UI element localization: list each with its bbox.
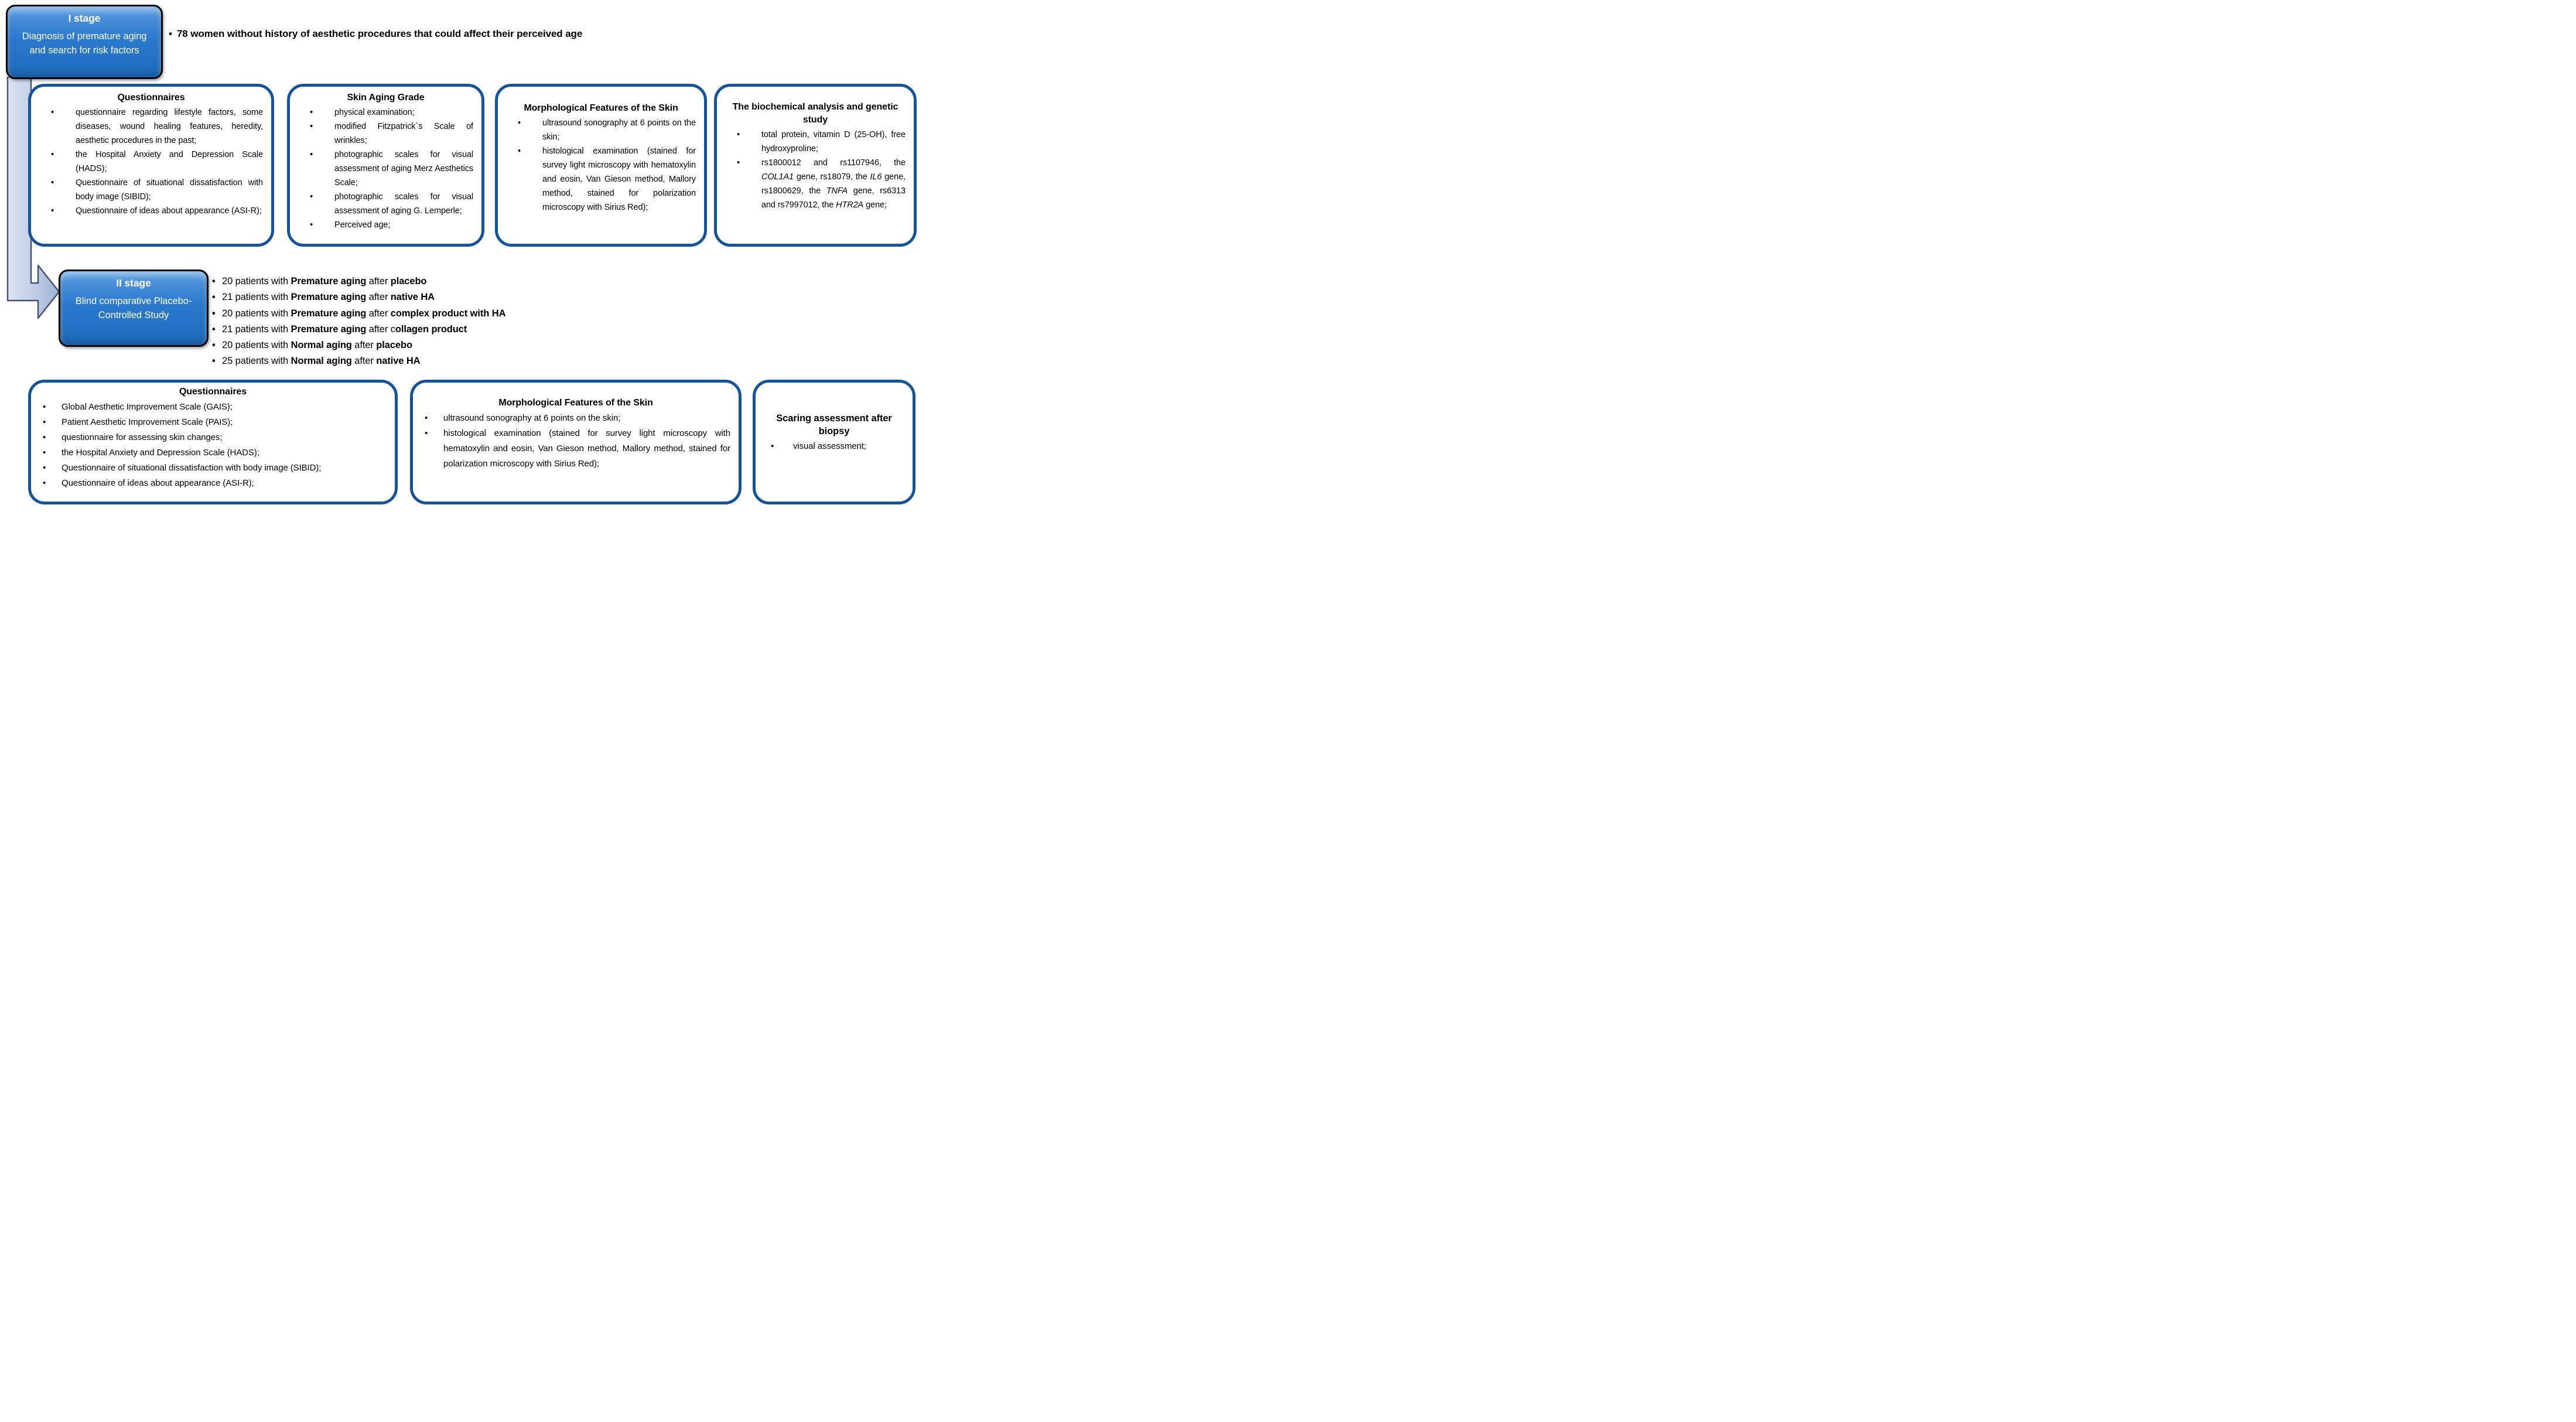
stage2-title: II stage — [116, 277, 151, 289]
stage2-box: II stage Blind comparative Placebo-Contr… — [59, 270, 209, 347]
list-item: the Hospital Anxiety and Depression Scal… — [31, 148, 263, 176]
list-item: photographic scales for visual assessmen… — [290, 148, 473, 190]
list-item: physical examination; — [290, 105, 473, 120]
group-bullet: 20 patients with Normal aging after plac… — [212, 337, 622, 354]
box-title: Skin Aging Grade — [347, 93, 425, 103]
list-item: histological examination (stained for su… — [413, 426, 730, 472]
bullet-dot-icon: • — [169, 28, 172, 39]
biochemical-genetic-box: The biochemical analysis and genetic stu… — [714, 84, 917, 247]
list-item: ultrasound sonography at 6 points on the… — [498, 116, 696, 144]
bullet-list: questionnaire regarding lifestyle factor… — [31, 105, 271, 218]
bullet-list: total protein, vitamin D (25-OH), free h… — [717, 128, 914, 212]
list-item: total protein, vitamin D (25-OH), free h… — [717, 128, 906, 156]
cohort-text: 78 women without history of aesthetic pr… — [176, 28, 583, 39]
list-item: Questionnaire of ideas about appearance … — [31, 204, 263, 218]
list-item: questionnaire regarding lifestyle factor… — [31, 105, 263, 148]
box-title: Scaring assessment after biopsy — [776, 413, 892, 437]
group-bullet: 25 patients with Normal aging after nati… — [212, 353, 622, 370]
box-title: Questionnaires — [117, 93, 185, 103]
group-bullet: 20 patients with Premature aging after p… — [212, 274, 622, 290]
stage1-subtitle: Diagnosis of premature aging and search … — [22, 31, 147, 56]
bullet-list: ultrasound sonography at 6 points on the… — [413, 411, 739, 472]
box-title: Morphological Features of the Skin — [524, 103, 678, 113]
questionnaires-box-stage1: Questionnaires questionnaire regarding l… — [28, 84, 274, 247]
list-item: ultrasound sonography at 6 points on the… — [413, 411, 730, 426]
stage2-subtitle: Blind comparative Placebo-Controlled Stu… — [75, 296, 192, 320]
bullet-list: visual assessment; — [756, 439, 913, 454]
morphological-features-box-stage2: Morphological Features of the Skin ultra… — [410, 380, 742, 504]
bullet-list: ultrasound sonography at 6 points on the… — [498, 116, 704, 214]
list-item: Questionnaire of ideas about appearance … — [31, 476, 387, 491]
list-item: Patient Aesthetic Improvement Scale (PAI… — [31, 415, 387, 430]
skin-aging-grade-box: Skin Aging Grade physical examination; m… — [287, 84, 484, 247]
list-item: Questionnaire of situational dissatisfac… — [31, 176, 263, 204]
box-title: The biochemical analysis and genetic stu… — [732, 102, 898, 125]
list-item: Global Aesthetic Improvement Scale (GAIS… — [31, 400, 387, 415]
morphological-features-box-stage1: Morphological Features of the Skin ultra… — [495, 84, 707, 247]
bullet-list: physical examination; modified Fitzpatri… — [290, 105, 481, 232]
list-item: modified Fitzpatrick`s Scale of wrinkles… — [290, 120, 473, 148]
group-bullet: 21 patients with Premature aging after c… — [212, 322, 622, 338]
stage2-groups-list: 20 patients with Premature aging after p… — [212, 274, 622, 370]
list-item: visual assessment; — [756, 439, 896, 454]
stage1-title: I stage — [68, 12, 101, 24]
questionnaires-box-stage2: Questionnaires Global Aesthetic Improvem… — [28, 380, 398, 504]
list-item: rs1800012 and rs1107946, the COL1A1 gene… — [717, 156, 906, 212]
box-title: Questionnaires — [179, 387, 247, 397]
box-title: Morphological Features of the Skin — [498, 398, 653, 408]
stage1-box: I stage Diagnosis of premature aging and… — [6, 5, 163, 79]
list-item: photographic scales for visual assessmen… — [290, 190, 473, 218]
list-item: the Hospital Anxiety and Depression Scal… — [31, 445, 387, 461]
group-bullet: 21 patients with Premature aging after n… — [212, 289, 622, 306]
list-item: Questionnaire of situational dissatisfac… — [31, 461, 387, 476]
list-item: Perceived age; — [290, 218, 473, 232]
list-item: questionnaire for assessing skin changes… — [31, 430, 387, 445]
group-bullet: 20 patients with Premature aging after c… — [212, 306, 622, 322]
list-item: histological examination (stained for su… — [498, 144, 696, 214]
stage1-cohort-bullet: • 78 women without history of aesthetic p… — [169, 28, 895, 40]
bullet-list: Global Aesthetic Improvement Scale (GAIS… — [31, 400, 395, 491]
study-design-diagram: I stage Diagnosis of premature aging and… — [0, 0, 918, 507]
scarring-assessment-box: Scaring assessment after biopsy visual a… — [753, 380, 915, 504]
